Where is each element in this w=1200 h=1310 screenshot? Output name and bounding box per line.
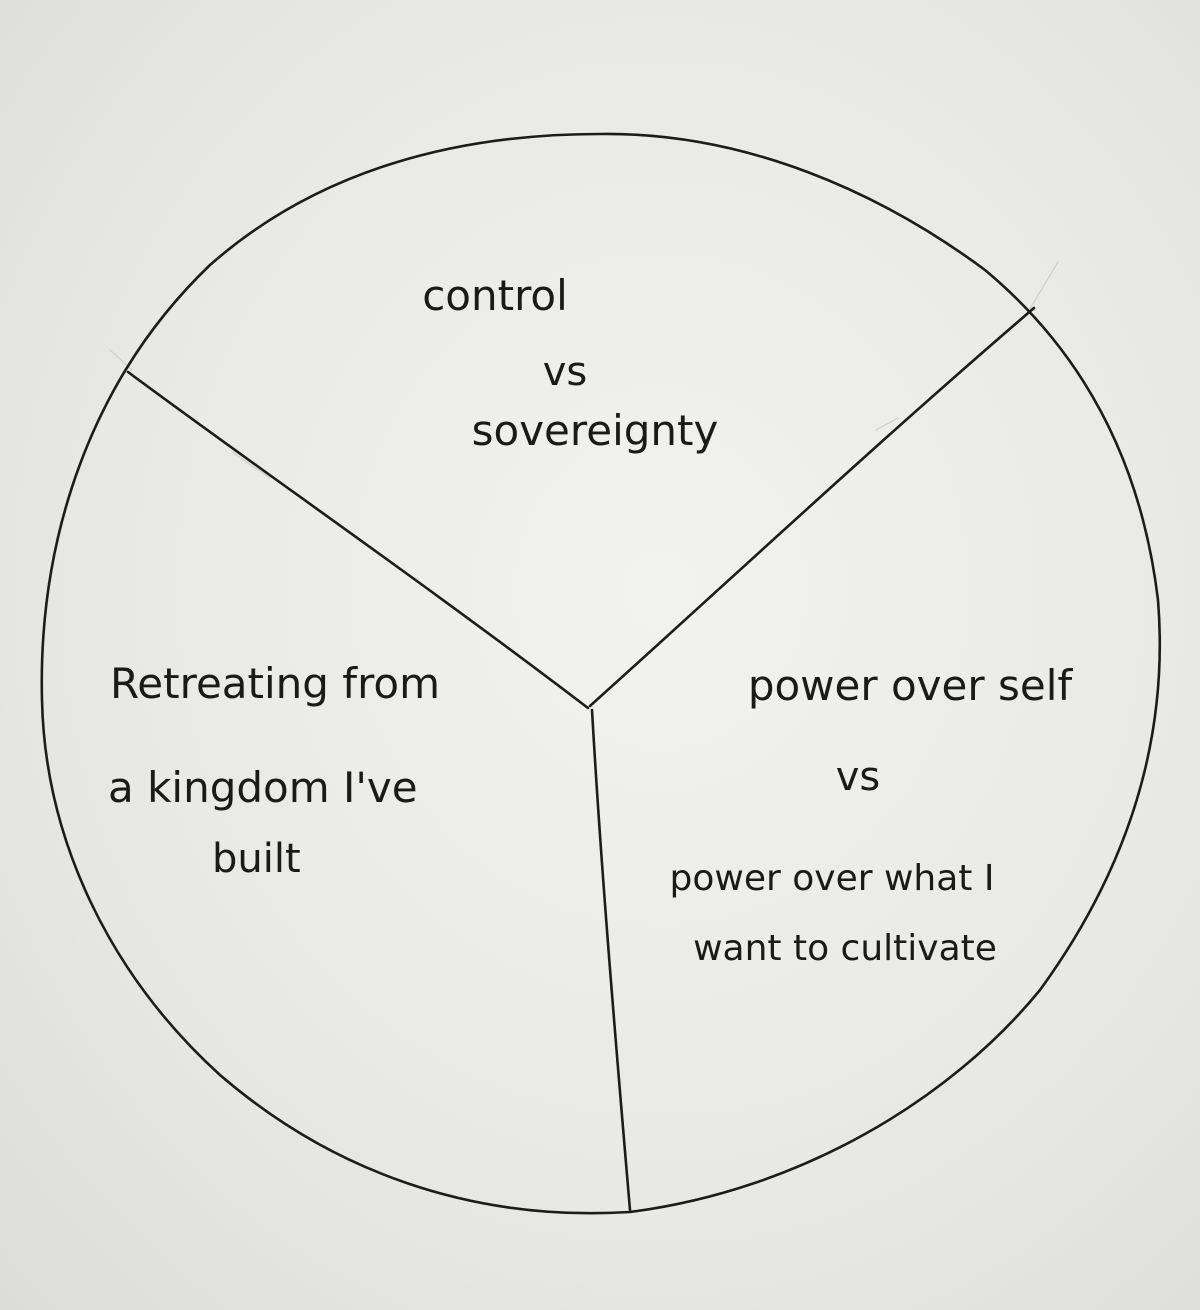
section-right-line-1: power over self [748, 661, 1074, 710]
divider-bottom [590, 708, 632, 1212]
section-right-line-4: want to cultivate [693, 928, 997, 969]
divider-left [126, 370, 590, 710]
section-left: Retreating from a kingdom I've built [108, 659, 440, 882]
guide-line-right [1027, 261, 1059, 313]
divider-right [588, 306, 1036, 708]
section-right-line-2: vs [836, 754, 881, 800]
section-right: power over self vs power over what I wan… [670, 661, 1074, 969]
section-left-line-2: a kingdom I've [108, 763, 418, 812]
guide-line-faint-b [875, 417, 899, 431]
section-top-line-1: control [422, 271, 568, 320]
section-right-line-3: power over what I [670, 858, 995, 899]
section-top-line-3: sovereignty [472, 406, 719, 455]
section-left-line-1: Retreating from [110, 659, 440, 708]
section-top: control vs sovereignty [422, 271, 718, 455]
guide-line-faint-a [231, 451, 271, 479]
section-left-line-3: built [212, 836, 301, 882]
outer-circle [40, 132, 1162, 1215]
section-top-line-2: vs [543, 349, 588, 395]
